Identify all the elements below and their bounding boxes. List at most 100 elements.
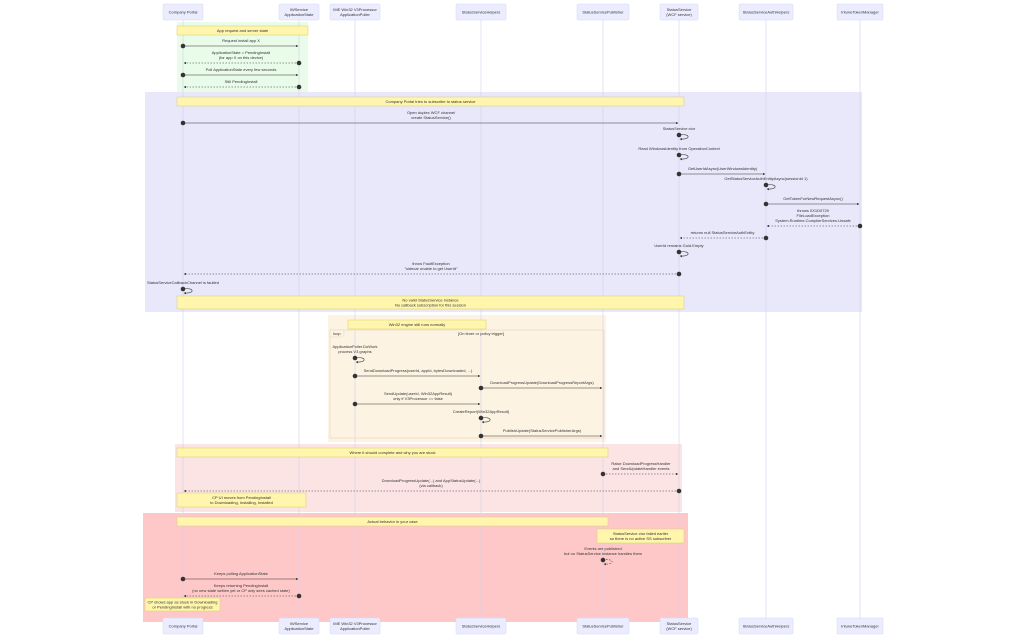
- sequence-number-dot: [352, 355, 358, 361]
- message-label: GetUserIdAsync(UserWindowsIdentity): [688, 166, 758, 171]
- note-text: Actual behavior in your case: [367, 519, 418, 524]
- note-text: Where it should complete and why you are…: [349, 450, 435, 455]
- participant-tok-top: [836, 3, 884, 21]
- participant-cp-bottom: [162, 617, 204, 635]
- participant-ime-bottom: [329, 617, 381, 635]
- note-text: No callback subscription for this sessio…: [395, 303, 466, 308]
- message-label: System.Runtime.CompilerServices.Unsafe: [775, 218, 851, 223]
- message-label: ApplicationState = PendingInstall: [212, 50, 271, 55]
- sequence-number-dot: [676, 171, 682, 177]
- participant-ss-bottom: [659, 617, 699, 635]
- section-win32-engine: [328, 315, 606, 442]
- message-label: and SendUpdateHandler events: [613, 466, 670, 471]
- message-label: only if V3Processor == false: [393, 396, 444, 401]
- sequence-number-dot: [600, 557, 606, 563]
- note: [176, 447, 609, 458]
- sequence-number-dot: [352, 373, 358, 379]
- participant-iw-bottom: [278, 617, 320, 635]
- sequence-number-dot: [763, 201, 769, 207]
- participant-auth-top: [738, 3, 794, 21]
- message-label: SendDownloadProgress(userId, appId, byte…: [364, 368, 473, 373]
- message-label: Raise DownloadProgressHandler: [611, 461, 671, 466]
- message-label: Still PendingInstall: [225, 79, 258, 84]
- participant-label: StatusService: [667, 621, 692, 626]
- participant-ss-top: [659, 3, 699, 21]
- message-label: UserId remains Guid.Empty: [654, 243, 703, 248]
- sequence-number-dot: [180, 72, 186, 78]
- participant-cp-top: [162, 3, 204, 21]
- loop-frame: [329, 329, 605, 439]
- participant-ssh-bottom: [455, 617, 507, 635]
- message-label: StatusServiceCallbackChannel is faulted: [147, 280, 219, 285]
- sequence-number-dot: [857, 223, 863, 229]
- self-message-arrow: [182, 288, 193, 295]
- sequence-number-dot: [763, 235, 769, 241]
- message-label: Read WindowsIdentity from OperationConte…: [638, 146, 720, 151]
- sequence-number-dot: [676, 249, 682, 255]
- note-text: Win32 engine still runs normally: [389, 322, 445, 327]
- message-label: DownloadProgressUpdate(DownloadProgressR…: [490, 380, 594, 385]
- sequence-number-dot: [296, 593, 302, 599]
- self-message-arrow: [678, 251, 689, 258]
- sequence-number-dot: [676, 152, 682, 158]
- message-label: Keeps returning PendingInstall: [214, 583, 269, 588]
- self-message-arrow: [602, 559, 613, 566]
- loop-label-box: [329, 329, 345, 338]
- note-text: or PendingInstall with no progress: [152, 605, 212, 610]
- sequence-number-dot: [763, 182, 769, 188]
- message-label: returns null StatusServiceAuthEntity: [691, 230, 755, 235]
- message-label: throws 0X1D0729: [797, 208, 830, 213]
- section-subscribe: [145, 92, 862, 312]
- participant-label: StatusServiceAuthHelpers: [743, 624, 790, 629]
- self-message-arrow: [678, 154, 689, 161]
- participant-label: IntuneTokenManager: [841, 624, 879, 629]
- message-label: create StatusService(): [411, 115, 451, 120]
- sequence-number-dot: [478, 433, 484, 439]
- message-label: CreateReport(Win32AppResult): [453, 409, 510, 414]
- message-label: PublishUpdate(StatusServicePublisherArgs…: [503, 428, 582, 433]
- sequence-number-dot: [180, 43, 186, 49]
- note: [176, 492, 307, 508]
- message-label: ApplicationPoller.DoWork: [332, 344, 377, 349]
- participant-label: ApplicationPoller: [340, 12, 370, 17]
- participant-label: IntuneTokenManager: [841, 10, 879, 15]
- note: [144, 597, 221, 612]
- sequence-number-dot: [676, 132, 682, 138]
- participant-tok-bottom: [836, 617, 884, 635]
- message-label: Keeps polling ApplicationState: [214, 571, 269, 576]
- note-text: Company Portal tries to subscribe to sta…: [385, 99, 476, 104]
- participant-auth-bottom: [738, 617, 794, 635]
- note-text: so there is no active SS subscriber: [610, 536, 672, 541]
- participant-pub-bottom: [576, 617, 630, 635]
- participant-ssh-top: [455, 3, 507, 21]
- message-label: DownloadProgressUpdate(...) and AppStatu…: [382, 478, 481, 483]
- note: [347, 319, 487, 330]
- note: [176, 25, 309, 36]
- participant-label: IME Win32 V3Processor: [333, 621, 377, 626]
- note: [596, 528, 685, 544]
- loop-condition: [On timer or policy trigger]: [458, 331, 504, 336]
- sequence-number-dot: [478, 415, 484, 421]
- participant-label: IWService: [290, 621, 309, 626]
- message-label: Open duplex WCF channel: [407, 110, 455, 115]
- note-text: to Downloading, Installing, Installed: [210, 500, 273, 505]
- participant-label: IWService: [290, 7, 309, 12]
- message-label: (via callback): [419, 483, 443, 488]
- self-message-arrow: [678, 134, 689, 141]
- message-label: Events are published: [584, 546, 621, 551]
- note-text: StatusService ctor failed earlier: [613, 531, 669, 536]
- participant-label: StatusServicePublisher: [582, 10, 624, 15]
- message-label: (no new state written yet or CP only see…: [192, 588, 290, 593]
- message-label: Request install app X: [222, 38, 260, 43]
- note-text: No valid StatusService instance: [402, 298, 459, 303]
- message-label: "sidecar unable to get UserId": [405, 266, 458, 271]
- participant-iw-top: [278, 3, 320, 21]
- message-label: Poll ApplicationState every few seconds: [206, 67, 277, 72]
- sequence-number-dot: [676, 271, 682, 277]
- participant-label: StatusServiceAuthHelpers: [743, 10, 790, 15]
- self-message-arrow: [354, 357, 365, 364]
- participant-label: ApplicationPoller: [340, 626, 370, 631]
- message-label: process V3 graphs: [338, 349, 371, 354]
- sequence-number-dot: [676, 488, 682, 494]
- message-label: GetStatusServiceAuthEntityAsync(sessionI…: [724, 176, 808, 181]
